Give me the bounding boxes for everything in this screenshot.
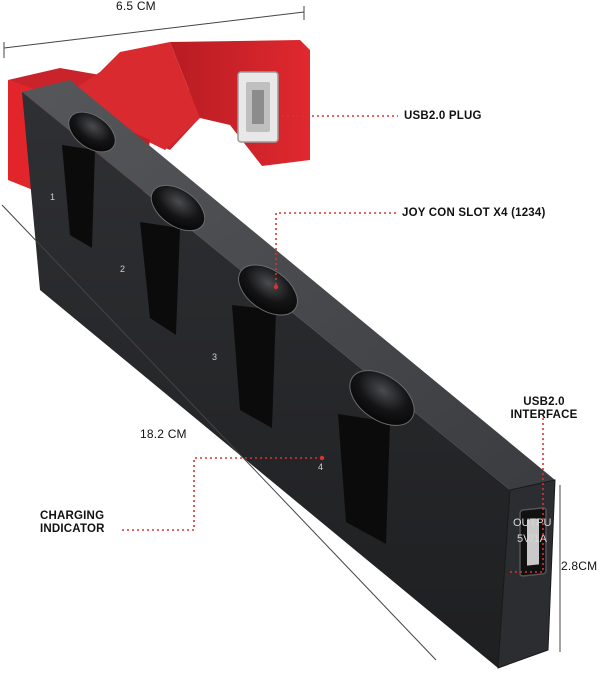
callout-usb-interface-line1: USB2.0 [523,396,565,408]
callout-charging-line1: CHARGING [40,510,105,522]
joycon-slot-4 [338,414,390,544]
joycon-slot-3 [232,305,276,428]
joycon-cup-2 [150,184,206,232]
dimension-lines [1,6,561,661]
joycon-slot-2 [140,222,180,335]
callout-usb-plug: USB2.0 PLUG [404,110,482,122]
usb-interface-port [519,507,547,577]
callout-usb-interface: USB2.0 INTERFACE [505,396,583,422]
joycon-cup-4 [349,370,415,426]
port-label-line1: OUTPU [513,517,552,529]
callout-joycon-slots: JOY CON SLOT X4 (1234) [402,207,546,219]
height-dimension-label: 2.8CM [561,559,598,573]
joycon-slot-1 [62,145,95,248]
callout-usb-interface-line2: INTERFACE [510,409,578,421]
length-dimension-label: 18.2 CM [140,427,187,441]
slot-number-3: 3 [212,352,217,362]
port-label-line2: 5V/1A [517,533,548,545]
callout-lines [122,115,544,573]
callout-dots [273,284,325,461]
joycon-cup-1 [68,111,116,153]
callout-charging-line2: INDICATOR [40,523,105,535]
slot-number-1: 1 [50,192,55,202]
slot-number-2: 2 [120,264,125,274]
joycon-slots [62,111,415,544]
callout-charging-indicator: CHARGING INDICATOR [40,510,105,536]
width-dimension-label: 6.5 CM [116,0,156,13]
usb-plug [237,71,279,143]
slot-number-4: 4 [318,462,323,472]
joycon-cup-3 [238,264,298,316]
